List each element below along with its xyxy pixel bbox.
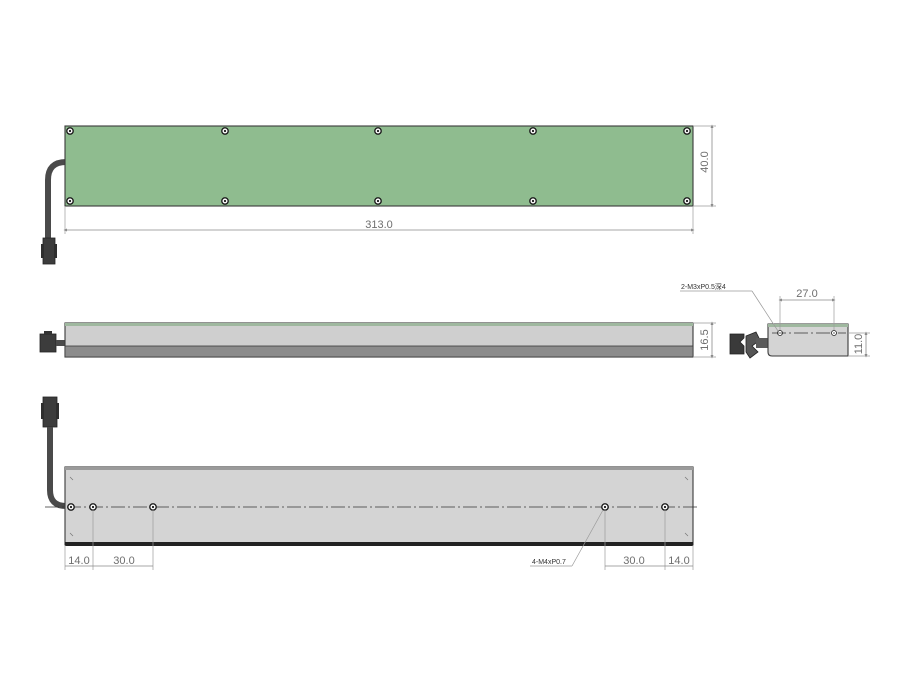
side-tapped-hole-note: 2-M3xP0.5深4 xyxy=(681,282,726,291)
left-edge-offset-dimension: 14.0 xyxy=(68,555,89,567)
right-edge-offset-dimension: 14.0 xyxy=(668,555,689,567)
bottom-tapped-hole-center xyxy=(663,505,667,509)
top-screw-center xyxy=(376,199,380,203)
bottom-tapped-hole-center xyxy=(91,505,95,509)
right-hole-pitch-dimension: 30.0 xyxy=(623,555,644,567)
side-view: 16.5 xyxy=(39,321,716,359)
top-screw-center xyxy=(531,199,535,203)
left-hole-pitch-dimension: 30.0 xyxy=(113,555,134,567)
width-dimension: 40.0 xyxy=(699,151,711,172)
bottom-tapped-hole-center xyxy=(69,505,73,509)
top-screw-center xyxy=(68,129,72,133)
top-view-holes xyxy=(66,127,691,205)
height-dimension: 16.5 xyxy=(699,329,711,350)
end-view-body xyxy=(767,323,849,357)
end-spacing-dimension: 27.0 xyxy=(796,288,817,300)
bottom-view-holes xyxy=(67,503,669,511)
bottom-view-body xyxy=(64,466,694,546)
bottom-tapped-hole-note: 4-M4xP0.7 xyxy=(532,559,566,566)
top-screw-center xyxy=(685,199,689,203)
top-screw-center xyxy=(68,199,72,203)
top-screw-center xyxy=(531,129,535,133)
bottom-dimension-lines xyxy=(64,510,694,570)
end-view-connector xyxy=(729,333,745,355)
length-dimension: 313.0 xyxy=(365,219,393,231)
end-view: 27.0 11.0 2-M3xP0.5深4 xyxy=(680,282,870,359)
top-screw-center xyxy=(376,129,380,133)
bottom-view: 14.0 30.0 30.0 14.0 4-M4xP0.7 xyxy=(41,396,700,570)
top-view-connector xyxy=(42,237,56,265)
bottom-tapped-hole-center xyxy=(151,505,155,509)
bottom-view-connector xyxy=(42,396,58,428)
end-height-dimension: 11.0 xyxy=(853,334,865,355)
top-view: 313.0 40.0 xyxy=(41,124,716,265)
side-view-connector xyxy=(39,333,57,353)
top-screw-center xyxy=(223,199,227,203)
top-screw-center xyxy=(223,129,227,133)
top-view-cable xyxy=(45,159,69,243)
bottom-tapped-hole-center xyxy=(603,505,607,509)
pcb-board xyxy=(64,125,694,207)
bottom-view-cable xyxy=(47,427,67,509)
top-screw-center xyxy=(685,129,689,133)
